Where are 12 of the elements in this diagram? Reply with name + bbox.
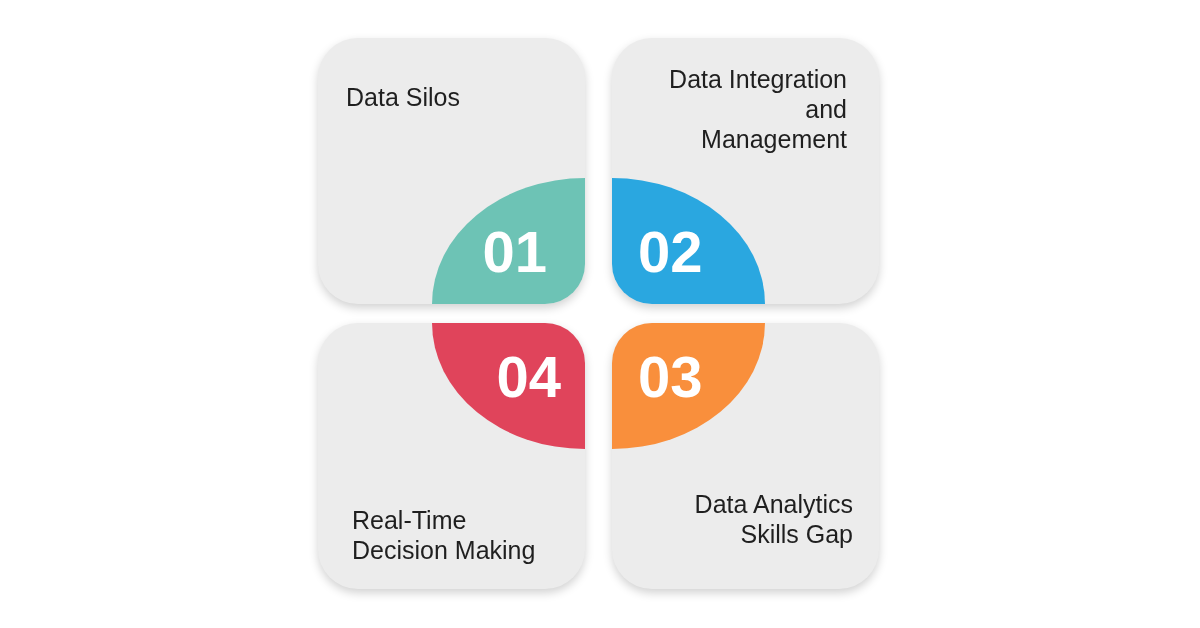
card <box>318 38 585 304</box>
step-number: 01 <box>482 222 547 282</box>
card-title: Data Analytics Skills Gap <box>693 489 853 549</box>
card-title: Real-Time Decision Making <box>352 505 537 565</box>
card <box>612 38 879 304</box>
card-title: Data Silos <box>346 82 460 112</box>
step-number: 04 <box>496 347 561 407</box>
step-number: 02 <box>638 222 703 282</box>
card <box>318 323 585 589</box>
step-number: 03 <box>638 347 703 407</box>
card <box>612 323 879 589</box>
card-title: Data Integration and Management <box>668 64 847 154</box>
